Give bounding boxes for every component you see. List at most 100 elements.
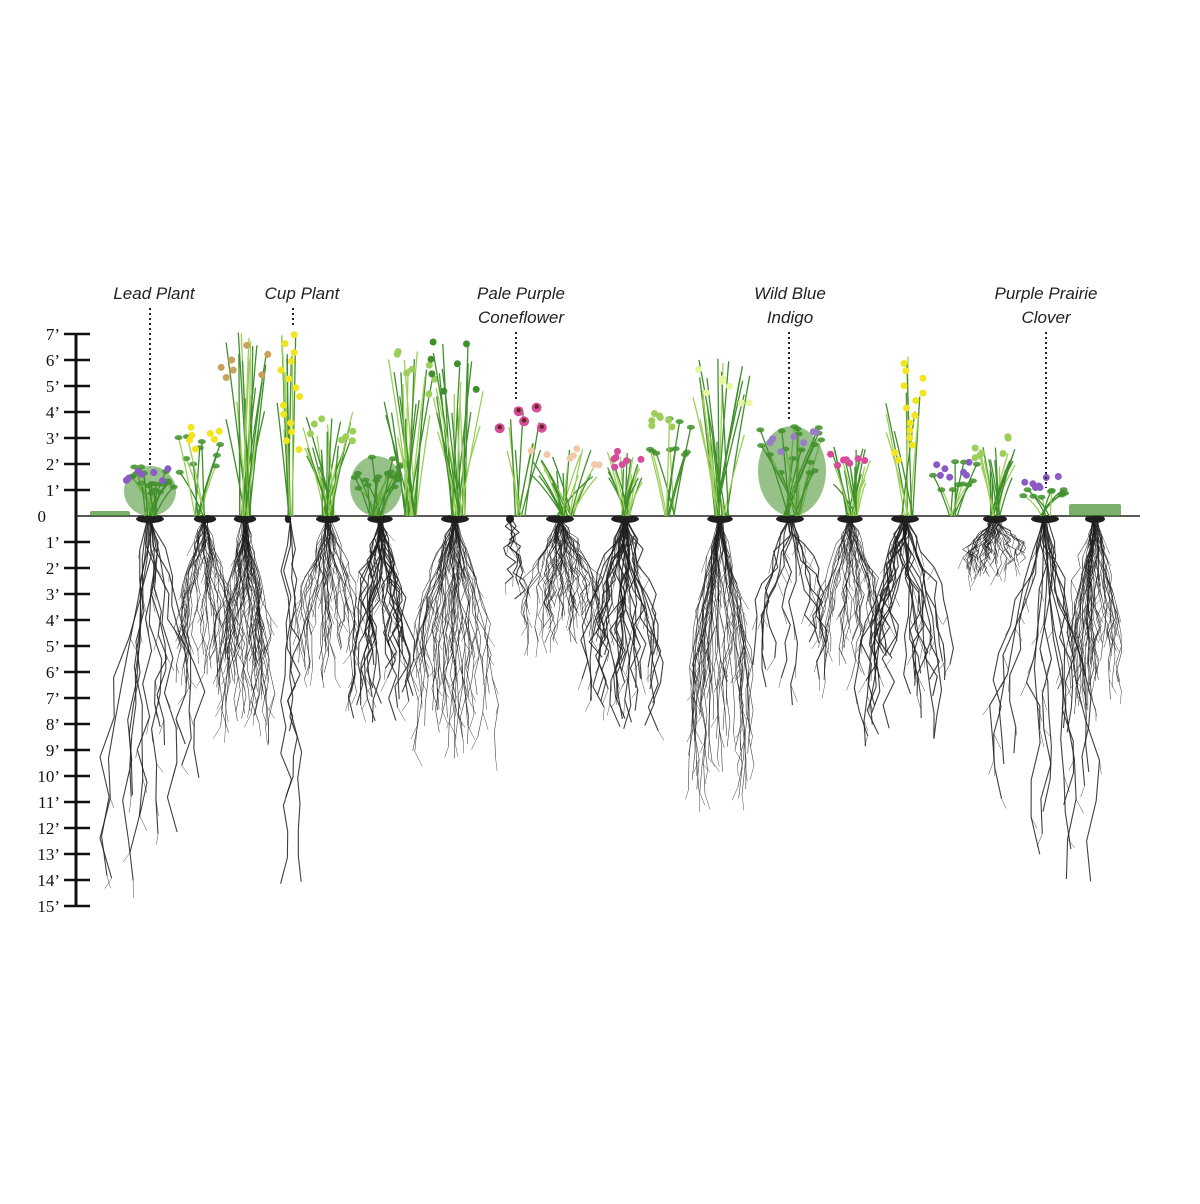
plant-flower [614, 448, 621, 455]
plant-mat [1069, 504, 1121, 516]
root-branch [1092, 679, 1094, 691]
depth-15-label: 15’ [37, 897, 60, 916]
root-branch [259, 723, 261, 737]
root-branch [466, 702, 469, 715]
root-branch [780, 569, 787, 583]
root-branch [587, 583, 590, 595]
height-5-label: 5’ [46, 377, 60, 396]
flower-center [540, 425, 544, 429]
plant-flower [972, 445, 979, 452]
plant-flower [296, 446, 303, 453]
root-strand [627, 519, 661, 689]
plant-flower [544, 451, 551, 458]
plant-flower [720, 375, 727, 382]
root-branch [362, 699, 368, 711]
plant-flower [906, 434, 913, 441]
plant-stem [727, 376, 750, 516]
root-branch [446, 571, 450, 588]
root-branch [358, 572, 359, 583]
plant-flower [150, 469, 157, 476]
plant-mat [90, 511, 130, 516]
root-branch [416, 662, 417, 679]
root-branch [983, 705, 990, 715]
flower-center [516, 408, 520, 412]
root-branch [209, 648, 217, 658]
root-branch [140, 816, 147, 831]
plant-flower [800, 439, 807, 446]
root-branch [515, 534, 518, 548]
root-strand [150, 519, 188, 744]
root-branch [880, 678, 884, 688]
root-branch [607, 704, 610, 716]
flower-center [522, 418, 526, 422]
root-branch [814, 574, 816, 590]
plant-tops [90, 331, 1121, 516]
root-branch [402, 701, 409, 711]
plant-13 [646, 410, 695, 516]
plant-flower [790, 433, 797, 440]
root-branch [705, 794, 710, 810]
plant-flower [280, 402, 287, 409]
root-branch [136, 750, 138, 758]
root-branch [187, 541, 194, 556]
plant-leaf [951, 459, 959, 464]
root-branch [301, 612, 302, 620]
depth-1-label: 1’ [46, 533, 60, 552]
plant-flower [186, 437, 193, 444]
height-6-label: 6’ [46, 351, 60, 370]
plant-flower [296, 393, 303, 400]
root-branch [841, 638, 845, 655]
root-branch [129, 797, 131, 813]
depth-height-scale: 7’6’5’4’3’2’1’01’2’3’4’5’6’7’8’9’10’11’1… [37, 325, 90, 916]
plant-3 [175, 424, 225, 516]
root-branch [943, 616, 947, 625]
plant-flower [1021, 479, 1028, 486]
plant-flower [192, 446, 199, 453]
height-4-label: 4’ [46, 403, 60, 422]
plant-foliage [124, 466, 176, 516]
plant-flower [440, 388, 447, 395]
plant-leaf [929, 473, 937, 478]
plant-flower [216, 428, 223, 435]
plant-flower [909, 442, 916, 449]
root-branch [483, 712, 488, 730]
root-strand [624, 519, 655, 726]
plant-flower [285, 375, 292, 382]
plant-stem [652, 451, 666, 516]
plant-flower [218, 364, 225, 371]
plant-flower [1055, 473, 1062, 480]
root-branch [917, 696, 920, 708]
root-branch [1021, 682, 1027, 696]
plant-flower [394, 351, 401, 358]
plant-leaf [676, 419, 684, 424]
root-branch [848, 581, 854, 591]
root-branch [468, 725, 475, 739]
plant-leaf [1060, 487, 1068, 492]
plant-flower [891, 449, 898, 456]
root-branch [702, 764, 710, 772]
plant-flower [976, 452, 983, 459]
root-branch [555, 616, 562, 627]
root-branch [1081, 786, 1085, 797]
root-branch [710, 625, 717, 642]
root-branch [551, 629, 558, 644]
label-lead-plant: Lead Plant [94, 282, 214, 306]
root-strand [718, 519, 746, 690]
root-system-4 [281, 515, 302, 884]
root-branch [1002, 799, 1007, 809]
root-branch [449, 722, 456, 738]
plant-flower [164, 465, 171, 472]
root-branch [643, 579, 649, 590]
root-strand [130, 519, 151, 853]
plant-flower [211, 436, 218, 443]
plant-leaf [176, 470, 184, 475]
plant-flower [338, 437, 345, 444]
root-branch [343, 654, 350, 664]
plant-flower [258, 371, 265, 378]
plant-leaf [1019, 493, 1027, 498]
root-branch [271, 618, 278, 628]
root-branch [1015, 628, 1022, 641]
root-system-15 [958, 515, 1026, 591]
plant-leaf [817, 437, 825, 442]
